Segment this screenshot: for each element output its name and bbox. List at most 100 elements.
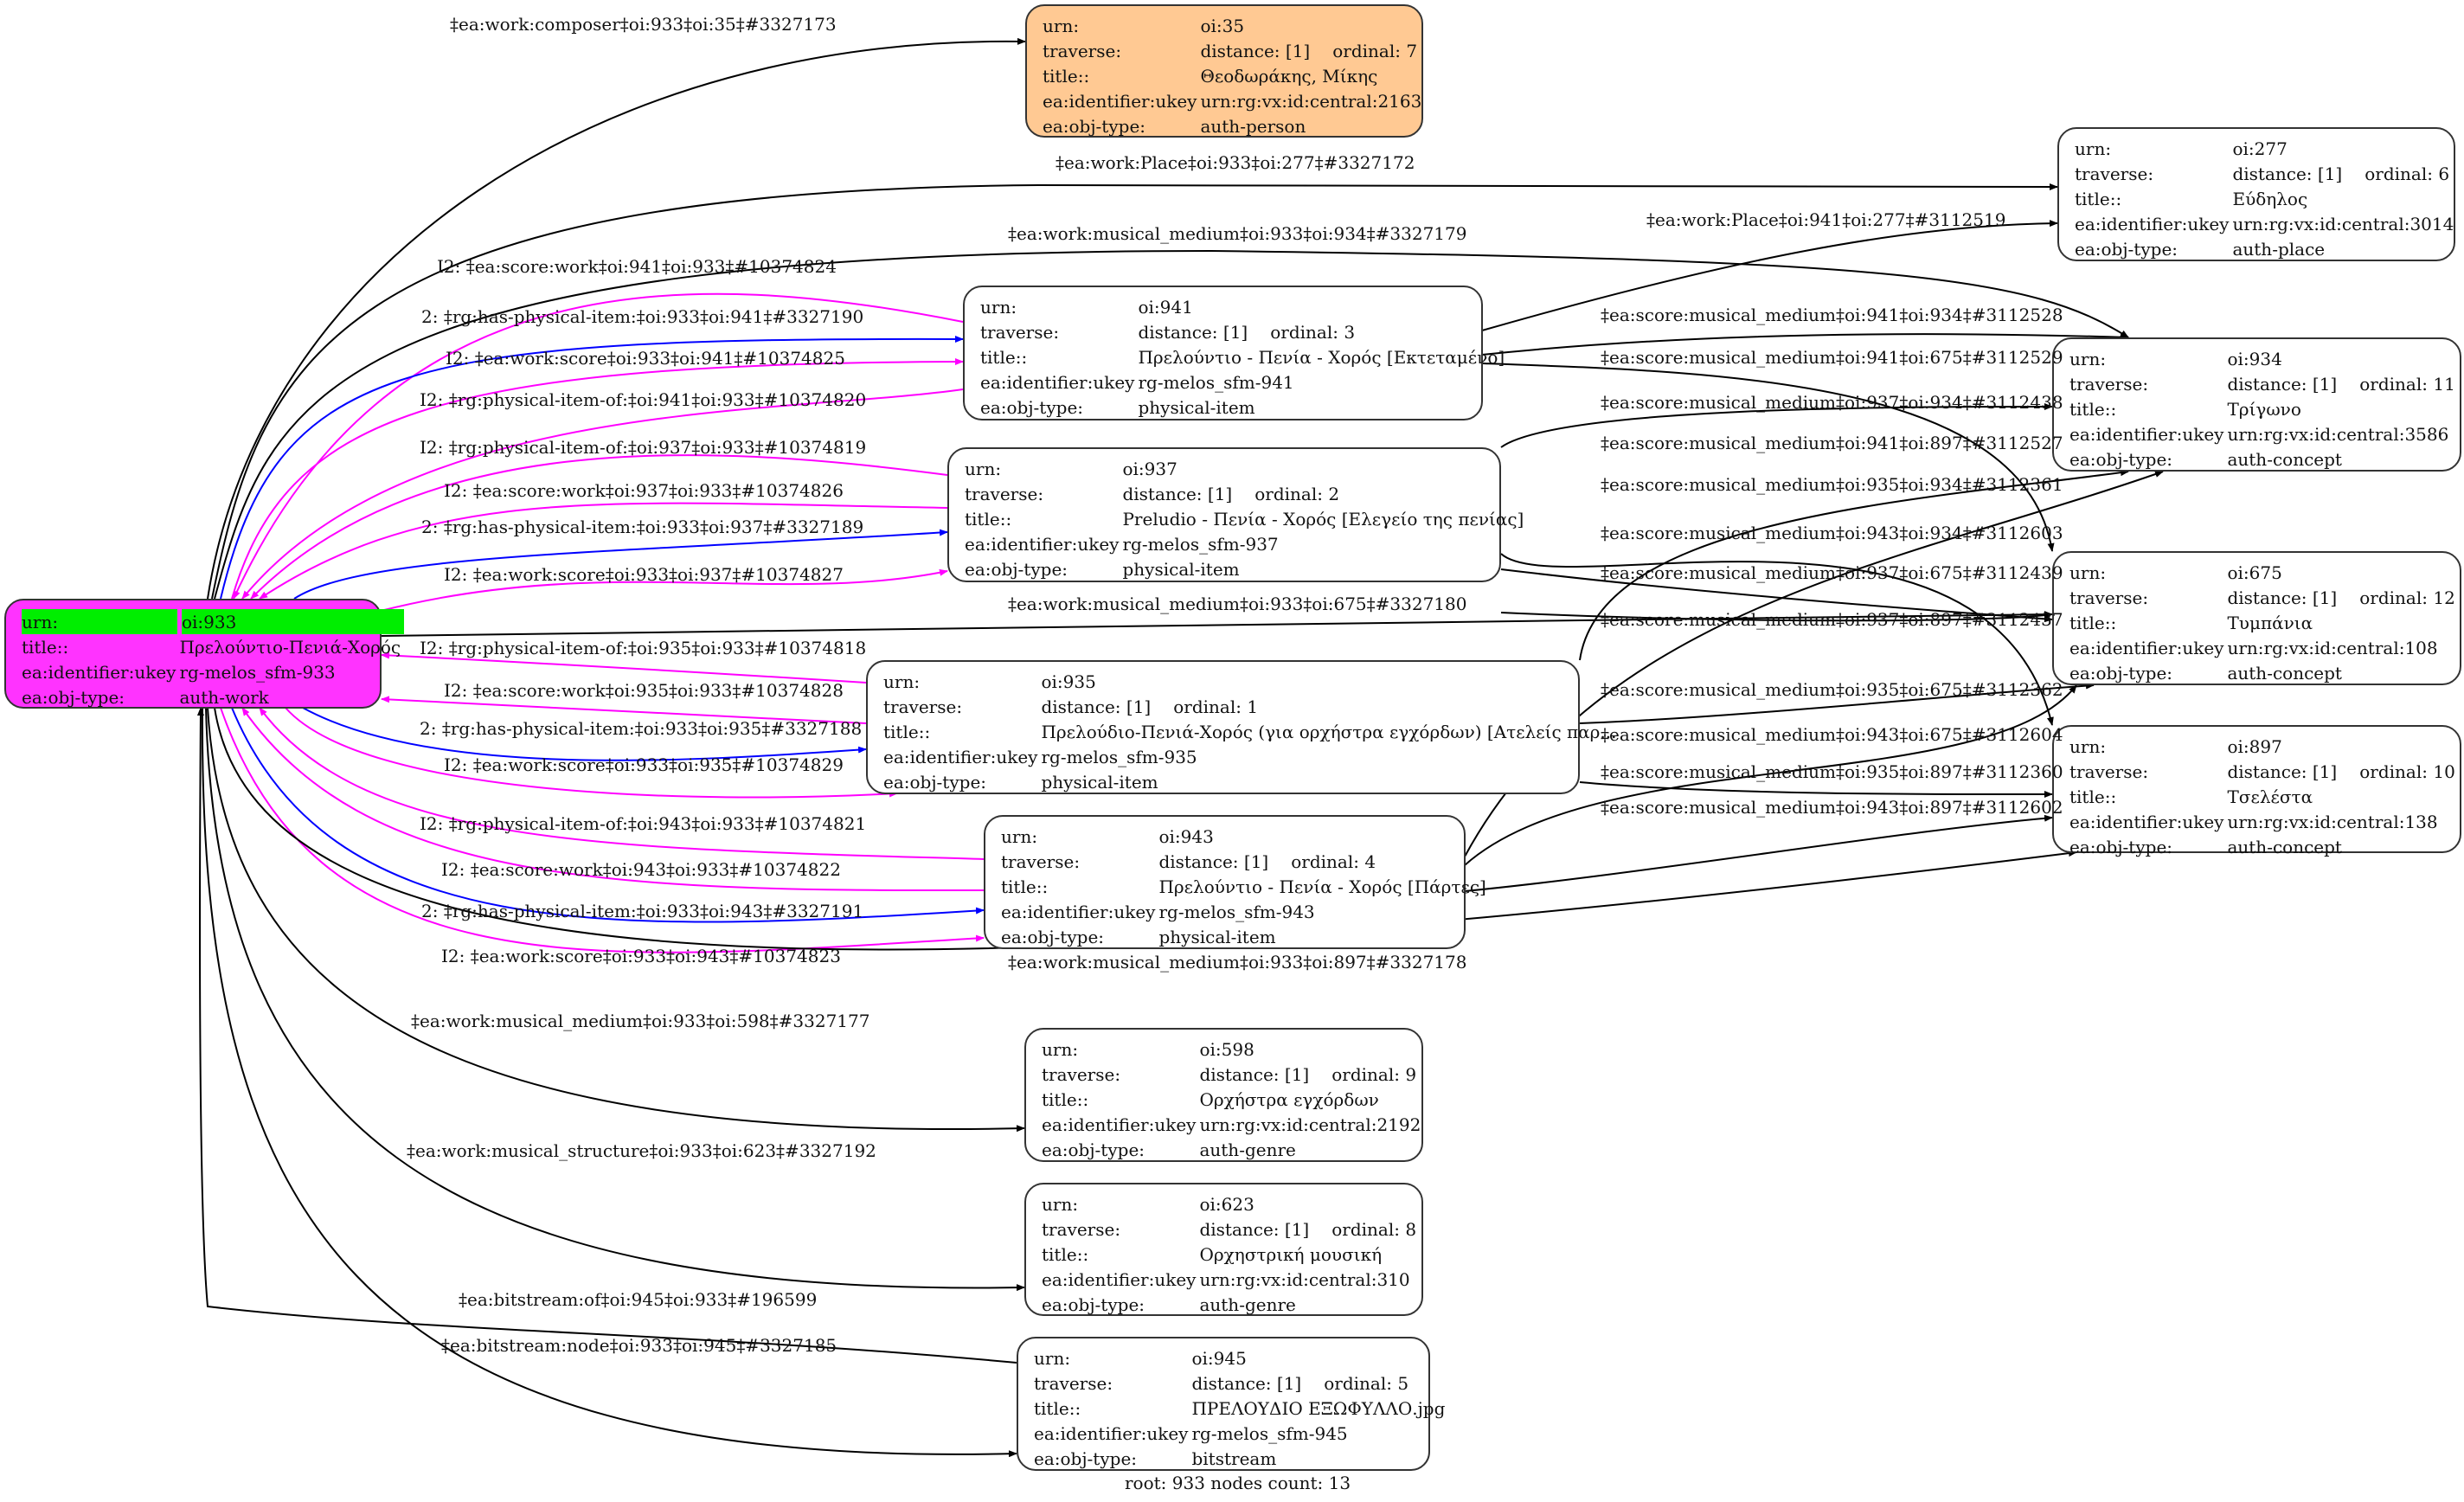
edge-label: ‡ea:score:musical_medium‡oi:937‡oi:675‡#…	[1601, 562, 2063, 583]
edge-n933-to-n945	[201, 707, 1017, 1458]
value-urn: oi:35	[1200, 15, 1245, 36]
traverse-ordinal: ordinal: 7	[1332, 40, 1418, 61]
edge-n943-to-n897	[1464, 814, 2053, 892]
edge-n935-to-n933	[381, 696, 867, 724]
value-traverse: distance: [1]ordinal: 8	[1199, 1216, 1420, 1242]
key-urn: urn:	[2069, 348, 2107, 369]
edge-label: ‡ea:score:musical_medium‡oi:935‡oi:934‡#…	[1601, 474, 2063, 495]
value-traverse: distance: [1]ordinal: 9	[1199, 1062, 1424, 1087]
value-traverse: distance: [1]ordinal: 4	[1158, 849, 1489, 874]
key-traverse: traverse:	[965, 483, 1044, 504]
key-objtype: ea:obj-type:	[1043, 115, 1146, 137]
edge-label: ‡ea:score:musical_medium‡oi:937‡oi:934‡#…	[1601, 392, 2063, 413]
value-traverse: distance: [1] ordinal: 11	[2227, 371, 2458, 396]
key-traverse: traverse:	[1042, 1063, 1121, 1085]
value-traverse: distance: [1]ordinal: 5	[1191, 1370, 1448, 1396]
value-objtype: auth-work	[179, 686, 269, 708]
key-title: title::	[22, 636, 69, 658]
key-objtype: ea:obj-type:	[883, 771, 987, 793]
key-traverse: traverse:	[883, 696, 963, 717]
edge-n941-to-n897	[1500, 553, 2054, 726]
edge-n941-to-n675	[1481, 363, 2055, 552]
edge-label: ‡ea:work:musical_medium‡oi:933‡oi:934‡#3…	[1008, 223, 1467, 244]
edge-label: I2: ‡ea:work:score‡oi:933‡oi:935‡#103748…	[444, 754, 844, 775]
edge-label: I2: ‡ea:work:score‡oi:933‡oi:937‡#103748…	[444, 564, 844, 585]
key-urn: urn:	[1034, 1347, 1071, 1369]
value-ukey: urn:rg:vx:id:central:2192	[1199, 1114, 1421, 1135]
key-ukey: ea:identifier:ukey	[1001, 901, 1156, 922]
key-objtype: ea:obj-type:	[2069, 836, 2173, 857]
edge-n933-to-n277	[211, 183, 2058, 600]
value-objtype: bitstream	[1191, 1447, 1277, 1469]
value-traverse: distance: [1]ordinal: 10	[2227, 759, 2458, 784]
value-objtype: auth-genre	[1199, 1293, 1296, 1315]
key-ukey: ea:identifier:ukey	[1042, 1114, 1197, 1135]
key-traverse: traverse:	[1043, 40, 1122, 61]
key-urn: urn:	[1043, 15, 1080, 36]
node-oi-933[interactable]: urn:oi:933 title::Πρελούντιο-Πενιά-Χορός…	[4, 599, 405, 709]
key-title: title::	[883, 721, 931, 742]
edge-label: 2: ‡rg:has-physical-item:‡oi:933‡oi:935‡…	[420, 718, 863, 739]
edge-n941-to-n934	[1481, 333, 2129, 356]
value-traverse: distance: [1]ordinal: 1	[1041, 694, 1620, 719]
value-ukey: rg-melos_sfm-945	[1191, 1422, 1348, 1444]
edge-label: ‡ea:score:musical_medium‡oi:941‡oi:934‡#…	[1601, 305, 2063, 325]
edge-n937-to-n933	[259, 502, 948, 600]
key-ukey: ea:identifier:ukey	[2069, 811, 2224, 832]
edge-n935-to-n933	[381, 652, 867, 684]
key-objtype: ea:obj-type:	[1042, 1139, 1145, 1160]
value-title: Πρελούντιο-Πενιά-Χορός	[179, 636, 401, 658]
edge-label: I2: ‡ea:score:work‡oi:935‡oi:933‡#103748…	[444, 680, 844, 701]
edge-label: ‡ea:score:musical_medium‡oi:935‡oi:897‡#…	[1601, 761, 2063, 782]
value-ukey: rg-melos_sfm-943	[1158, 901, 1315, 922]
key-objtype: ea:obj-type:	[980, 396, 1084, 418]
key-objtype: ea:obj-type:	[1034, 1447, 1138, 1469]
edge-n933-to-n675	[380, 611, 2053, 637]
edge-n933-to-n937	[293, 529, 948, 600]
value-urn: oi:943	[1158, 825, 1214, 847]
edge-n933-to-n897	[214, 707, 2077, 951]
traverse-distance: distance: [1]	[2227, 587, 2338, 608]
traverse-distance: distance: [1]	[2227, 373, 2338, 395]
edge-n933-to-n935	[285, 707, 898, 799]
value-ukey: rg-melos_sfm-937	[1122, 533, 1279, 555]
key-traverse: traverse:	[2069, 587, 2149, 608]
edge-n943-to-n675	[1464, 684, 2077, 866]
key-traverse: traverse:	[2069, 761, 2149, 782]
key-objtype: ea:obj-type:	[2075, 238, 2178, 260]
key-ukey: ea:identifier:ukey	[1042, 1268, 1197, 1290]
key-ukey: ea:identifier:ukey	[2069, 423, 2224, 445]
traverse-ordinal: ordinal: 11	[2359, 373, 2455, 395]
edge-n941-to-n933	[241, 388, 964, 600]
traverse-distance: distance: [1]	[1191, 1372, 1302, 1394]
key-title: title::	[2075, 188, 2122, 209]
edge-n943-to-n933	[259, 707, 985, 860]
edge-label: ‡ea:bitstream:node‡oi:933‡oi:945‡#332718…	[441, 1335, 837, 1356]
traverse-ordinal: ordinal: 9	[1331, 1063, 1417, 1085]
traverse-distance: distance: [1]	[1158, 850, 1269, 872]
value-urn: oi:934	[2227, 348, 2282, 369]
key-title: title::	[1042, 1088, 1089, 1110]
edge-label: ‡ea:work:composer‡oi:933‡oi:35‡#3327173	[450, 14, 837, 35]
key-traverse: traverse:	[1001, 850, 1081, 872]
edge-label: I2: ‡rg:physical-item-of:‡oi:941‡oi:933‡…	[420, 389, 867, 410]
edge-n933-to-n941	[231, 358, 964, 600]
edge-n933-to-n941	[220, 335, 964, 600]
value-objtype: auth-concept	[2227, 662, 2342, 684]
edge-label: I2: ‡ea:work:score‡oi:933‡oi:941‡#103748…	[446, 348, 845, 369]
key-urn: urn:	[2069, 735, 2107, 757]
edge-n937-to-n897	[1500, 612, 2053, 622]
